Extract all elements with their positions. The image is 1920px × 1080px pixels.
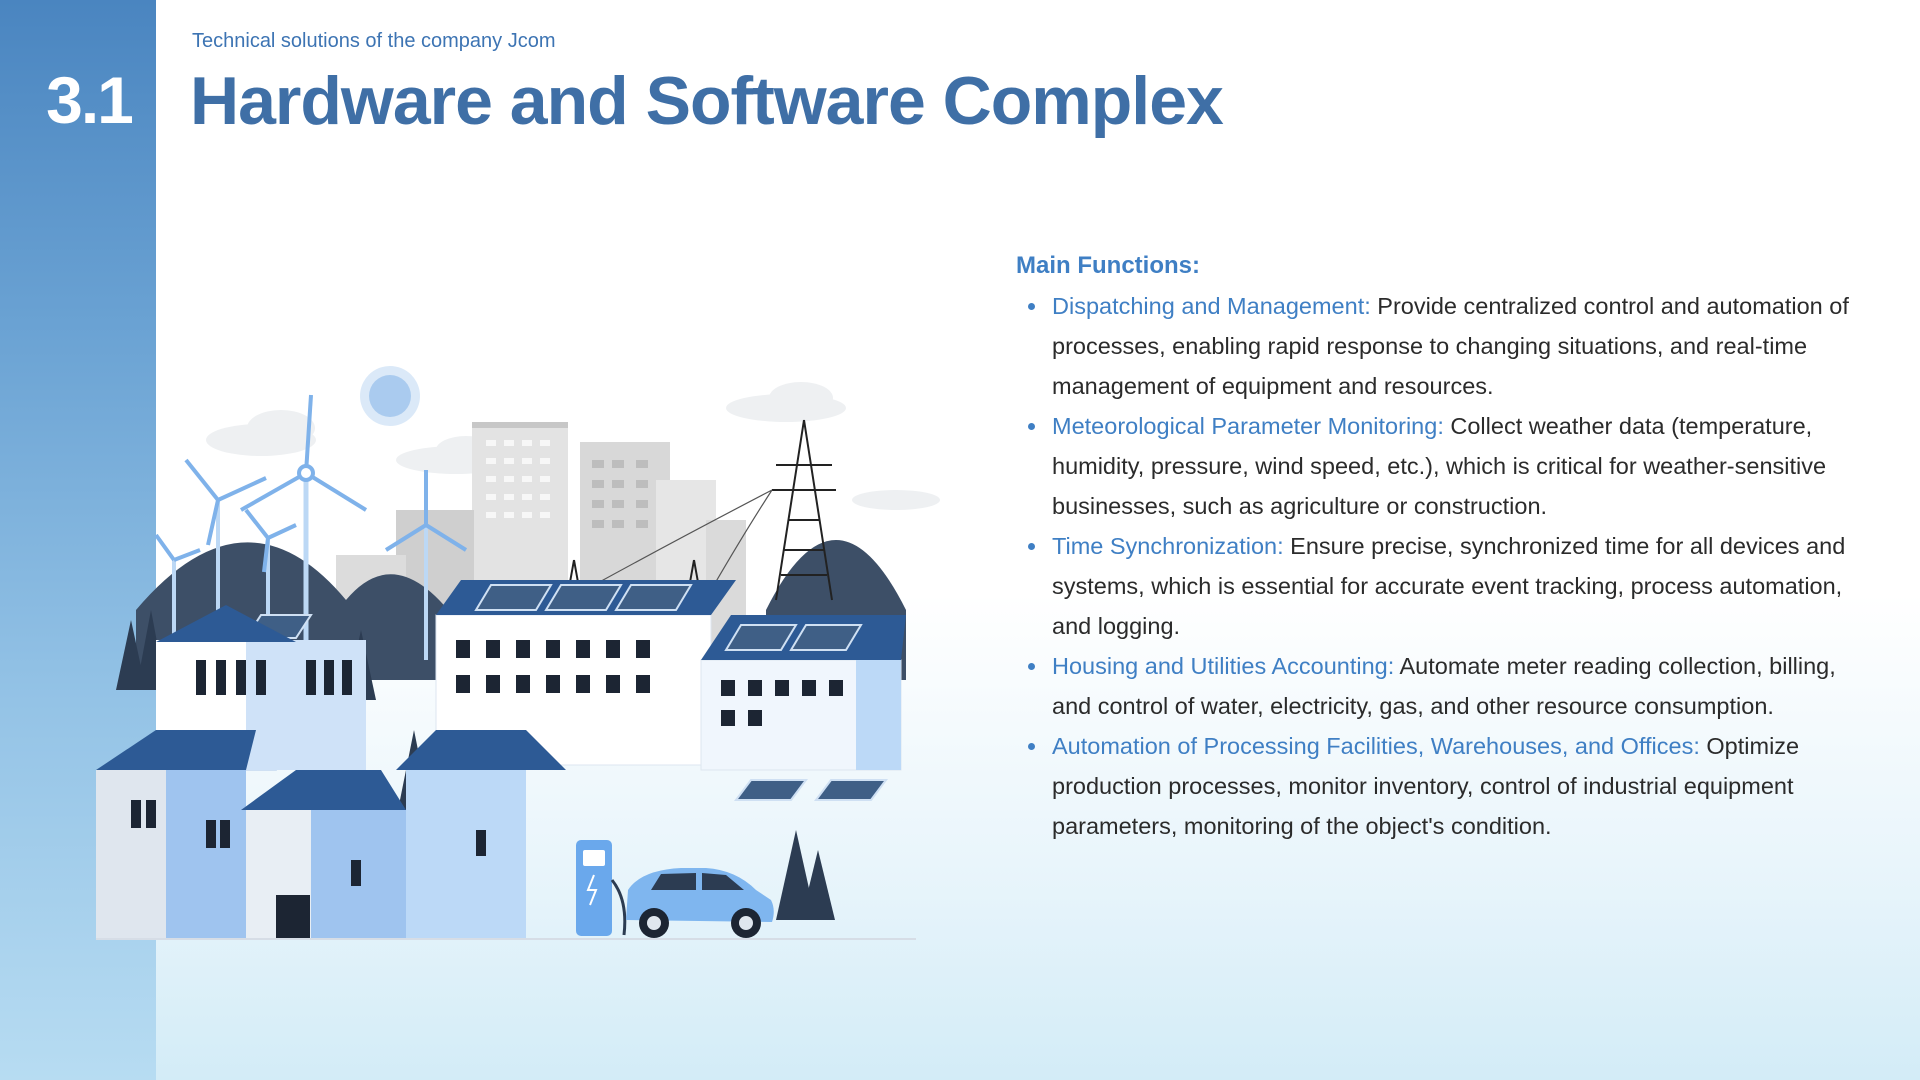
bullet-icon (1028, 743, 1035, 750)
bullet-icon (1028, 423, 1035, 430)
main-functions-section: Main Functions: Dispatching and Manageme… (1016, 252, 1876, 846)
cloud-icon (206, 382, 940, 510)
function-text: Optimize production processes, monitor i… (1052, 733, 1800, 839)
function-text: Provide centralized control and automati… (1052, 293, 1849, 399)
function-label: Meteorological Parameter Monitoring: (1052, 413, 1444, 439)
smart-city-illustration (96, 366, 940, 940)
section-number: 3.1 (46, 63, 134, 137)
function-label: Dispatching and Management: (1052, 293, 1371, 319)
function-text: Ensure precise, synchronized time for al… (1052, 533, 1846, 639)
slide-title: Hardware and Software Complex (190, 63, 1224, 139)
ev-charger-icon (576, 840, 627, 936)
electric-car-icon (626, 868, 774, 938)
function-label: Housing and Utilities Accounting: (1052, 653, 1395, 679)
house-icon (96, 605, 916, 940)
function-label: Automation of Processing Facilities, War… (1052, 733, 1700, 759)
bullet-icon (1028, 303, 1035, 310)
main-functions-heading: Main Functions: (1016, 252, 1200, 279)
bullet-icon (1028, 663, 1035, 670)
function-item-automation: Automation of Processing Facilities, War… (1016, 726, 1876, 846)
function-text: Automate meter reading collection, billi… (1052, 653, 1836, 719)
functions-list: Dispatching and Management: Provide cent… (1016, 286, 1876, 846)
function-item-time-sync: Time Synchronization: Ensure precise, sy… (1016, 526, 1876, 646)
function-text: Collect weather data (temperature, humid… (1052, 413, 1827, 519)
function-item-housing: Housing and Utilities Accounting: Automa… (1016, 646, 1876, 726)
slide-subtitle: Technical solutions of the company Jcom (192, 30, 556, 52)
bullet-icon (1028, 543, 1035, 550)
function-item-meteorological: Meteorological Parameter Monitoring: Col… (1016, 406, 1876, 526)
sun-icon (360, 366, 420, 426)
function-item-dispatching: Dispatching and Management: Provide cent… (1016, 286, 1876, 406)
function-label: Time Synchronization: (1052, 533, 1284, 559)
